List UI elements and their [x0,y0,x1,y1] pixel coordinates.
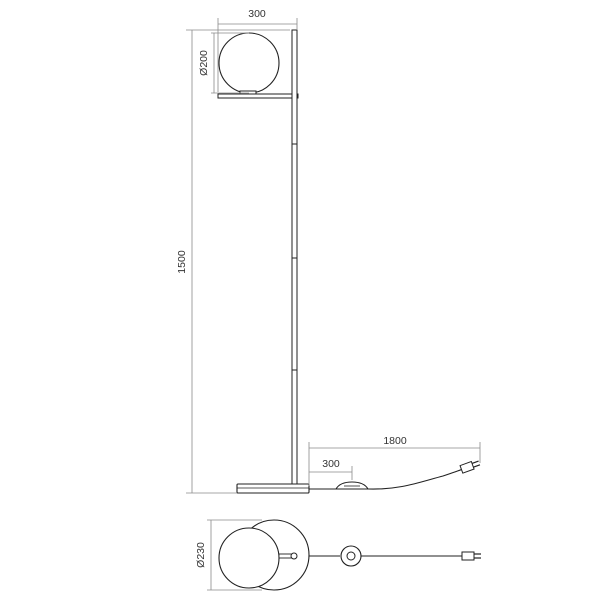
dimension-base-diameter: Ø230 [195,542,207,568]
dimension-switch-distance: 300 [322,458,340,470]
power-plug [459,460,481,474]
globe-shade [218,32,280,94]
horizontal-arm [217,93,299,99]
side-elevation [217,29,481,494]
power-plug-plan [461,551,481,561]
pole-plan [290,552,298,560]
dimension-total-height: 1500 [176,250,188,274]
dimension-lines: 300 Ø200 1500 1800 300 Ø230 [176,8,481,591]
vertical-pole [291,29,298,485]
foot-switch [335,481,369,490]
power-cable-2 [367,468,464,490]
dimension-arm-width: 300 [248,8,266,20]
dimension-globe-diameter: Ø200 [198,50,210,76]
foot-switch-button-plan [346,551,356,561]
plan-view [218,519,481,591]
base-plate [236,483,310,494]
dimension-cable-length: 1800 [383,435,407,447]
globe-plan [218,527,280,589]
